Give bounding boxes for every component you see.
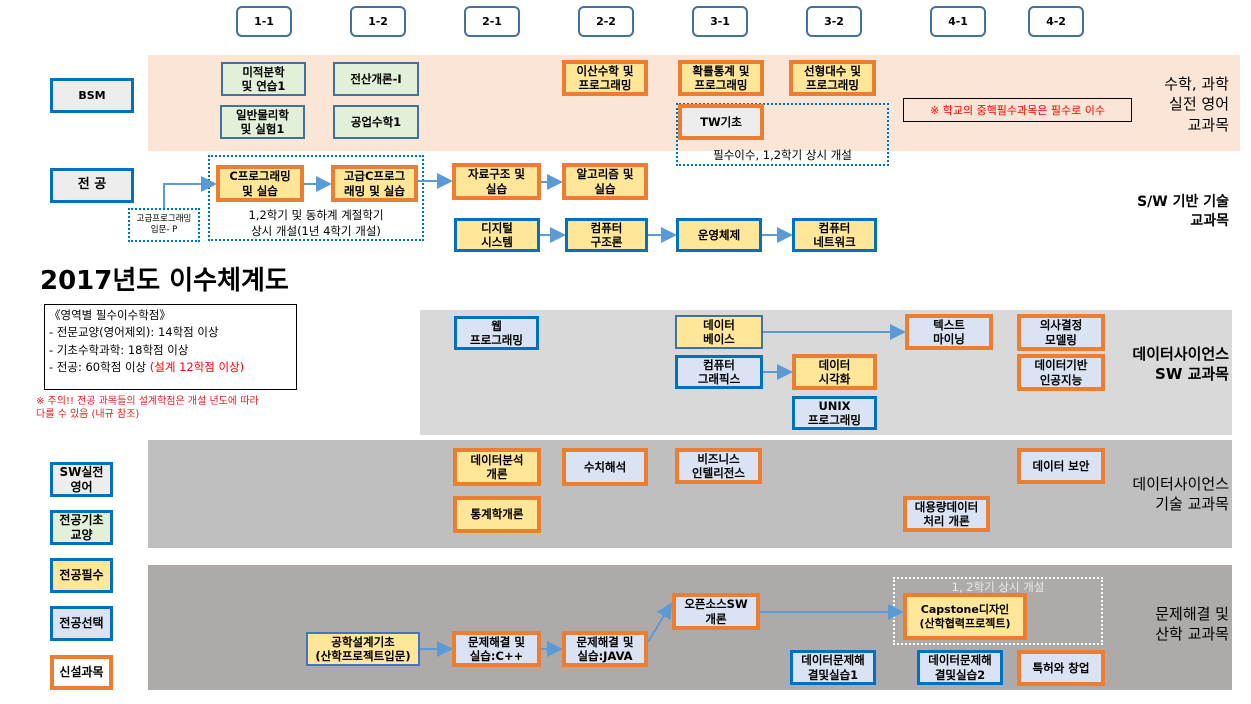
semester-1-1: 1-1	[236, 6, 292, 37]
arrow-java-to-opensource	[647, 602, 673, 643]
row-label-bsm: BSM	[50, 78, 134, 113]
course-numerical-analysis: 수치해석	[562, 448, 648, 486]
course-business-intelligence: 비즈니스 인텔리전스	[675, 448, 762, 484]
page-title: 2017년도 이수체계도	[40, 266, 289, 296]
band-label-sw-base: S/W 기반 기술 교과목	[1137, 194, 1229, 229]
course-physics: 일반물리학 및 실험1	[220, 105, 305, 139]
course-operating-systems: 운영체제	[676, 218, 762, 252]
course-data-ai: 데이터기반 인공지능	[1017, 354, 1105, 391]
course-engineering-design: 공학설계기초 (산학프로젝트입문)	[306, 632, 420, 666]
capstone-note: 1, 2학기 상시 개설	[951, 580, 1045, 594]
legend-sw-english: SW실전 영어	[50, 462, 113, 497]
course-linear-algebra: 선형대수 및 프로그래밍	[789, 60, 876, 96]
course-algorithms: 알고리즘 및 실습	[562, 163, 648, 200]
course-intro-cs: 전산개론-I	[333, 62, 419, 96]
semester-3-2: 3-2	[806, 6, 862, 37]
course-data-analysis: 데이터분석 개론	[453, 448, 541, 486]
band-label-problem-solving: 문제해결 및 산학 교과목	[1155, 605, 1229, 644]
course-digital-systems: 디지털 시스템	[454, 218, 540, 252]
course-data-structures: 자료구조 및 실습	[452, 163, 541, 200]
course-text-mining: 텍스트 마이닝	[905, 314, 993, 350]
course-database: 데이터 베이스	[675, 315, 763, 349]
course-statistics: 통계학개론	[453, 496, 541, 533]
semester-3-1: 3-1	[692, 6, 748, 37]
course-probability: 확률통계 및 프로그래밍	[678, 60, 764, 96]
band-label-ds-tech: 데이터사이언스 기술 교과목	[1132, 475, 1229, 514]
credit-line-major-text: - 전공: 60학점 이상	[49, 359, 150, 374]
band-label-ds-sw: 데이터사이언스 SW 교과목	[1132, 345, 1229, 384]
course-discrete-math: 이산수학 및 프로그래밍	[562, 60, 648, 96]
c-course-note: 1,2학기 및 동하계 계절학기 상시 개설(1년 4학기 개설)	[248, 208, 384, 238]
band-label-bsm: 수학, 과학 실전 영어 교과목	[1164, 75, 1229, 134]
course-patent-startup: 특허와 창업	[1017, 650, 1105, 686]
course-advanced-c: 고급C프로그 래밍 및 실습	[331, 165, 418, 202]
course-data-problem-solving-1: 데이터문제해 결및실습1	[790, 650, 876, 685]
course-problem-solving-java: 문제해결 및 실습:JAVA	[562, 631, 648, 667]
credit-line-math: - 기초수학과학: 18학점 이상	[49, 342, 189, 357]
tw-group	[676, 103, 889, 166]
credit-line-major: - 전공: 60학점 이상 (설계 12학점 이상)	[49, 359, 292, 376]
legend-major-elective: 전공선택	[50, 606, 113, 641]
course-capstone: Capstone디자인 (산학협력프로젝트)	[903, 593, 1027, 640]
credit-line-liberal: - 전문교양(영어제외): 14학점 이상	[49, 325, 219, 340]
credit-requirements: 《영역별 필수이수학점》 - 전문교양(영어제외): 14학점 이상 - 기초수…	[44, 304, 297, 390]
course-calculus: 미적분학 및 연습1	[221, 62, 306, 96]
c-course-group	[208, 155, 424, 241]
course-c-programming: C프로그래밍 및 실습	[216, 165, 304, 202]
course-open-source-sw: 오픈소스SW 개론	[672, 593, 760, 630]
school-required-note: ※ 학교의 중핵필수과목은 필수로 이수	[903, 98, 1132, 122]
credit-heading: 《영역별 필수이수학점》	[49, 308, 171, 322]
course-advanced-intro-p: 고급프로그래밍 입문- P	[128, 208, 200, 242]
arrow-intro-to-c	[163, 176, 217, 208]
legend-new-course: 신설과목	[50, 655, 113, 690]
course-data-visualization: 데이터 시각화	[792, 354, 877, 390]
course-eng-math: 공업수학1	[333, 105, 419, 139]
semester-2-1: 2-1	[464, 6, 520, 37]
course-computer-graphics: 컴퓨터 그래픽스	[675, 355, 763, 389]
legend-basic-liberal: 전공기초 교양	[50, 510, 113, 545]
course-decision-modeling: 의사결정 모델링	[1017, 314, 1105, 351]
semester-4-1: 4-1	[930, 6, 986, 37]
semester-1-2: 1-2	[350, 6, 406, 37]
course-data-problem-solving-2: 데이터문제해 결및실습2	[917, 650, 1003, 685]
row-label-major: 전 공	[50, 168, 134, 203]
course-unix-programming: UNIX 프로그래밍	[792, 396, 877, 430]
course-problem-solving-cpp: 문제해결 및 실습:C++	[452, 631, 541, 667]
course-computer-architecture: 컴퓨터 구조론	[565, 218, 648, 252]
tw-note: 필수이수, 1,2학기 상시 개설	[713, 148, 852, 162]
course-tw-basics: TW기초	[678, 104, 764, 140]
course-computer-network: 컴퓨터 네트워크	[792, 218, 877, 252]
design-credit-warning: ※ 주의!! 전공 과목들의 설계학점은 개설 년도에 따라 다를 수 있음 (…	[36, 396, 259, 420]
credit-line-design: (설계 12학점 이상)	[149, 359, 245, 374]
semester-4-2: 4-2	[1028, 6, 1084, 37]
course-data-security: 데이터 보안	[1017, 448, 1105, 484]
semester-2-2: 2-2	[578, 6, 634, 37]
course-big-data: 대용량데이터 처리 개론	[903, 496, 990, 532]
course-web-programming: 웹 프로그래밍	[454, 316, 539, 350]
legend-major-required: 전공필수	[50, 558, 113, 593]
